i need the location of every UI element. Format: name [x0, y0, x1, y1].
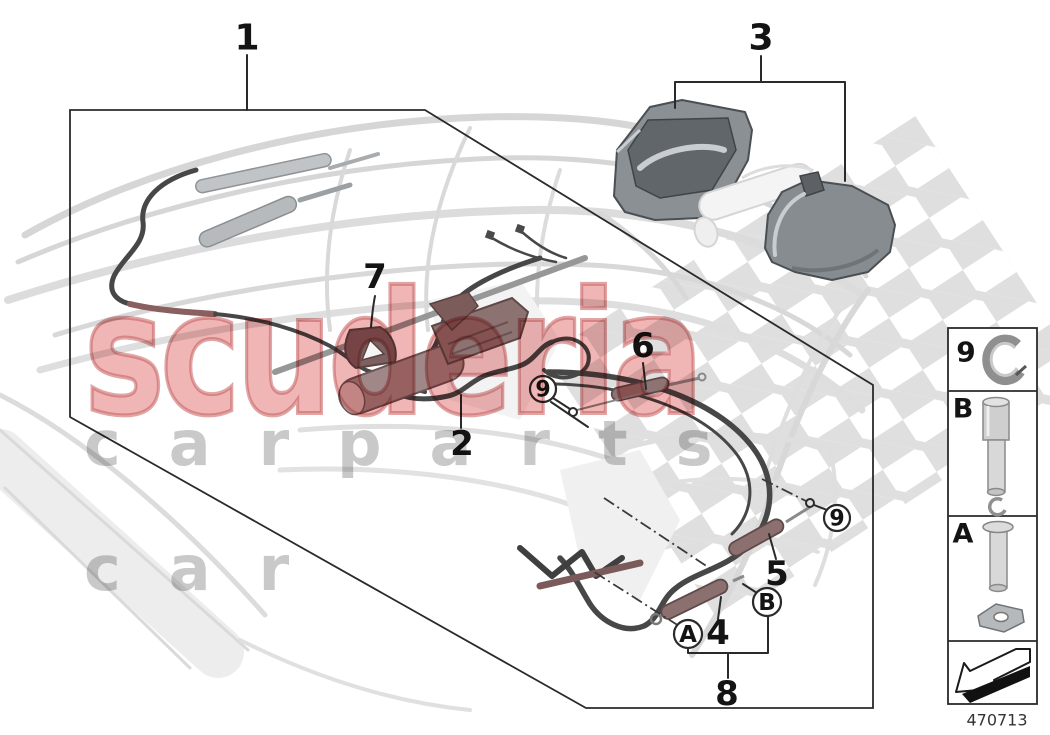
direction-arrow-icon: [955, 648, 1031, 703]
clip-ring-right: [805, 498, 815, 508]
callout-7: 7: [363, 257, 387, 297]
cover-right: [764, 171, 896, 281]
svg-text:B: B: [758, 590, 776, 616]
hose-bracket: [344, 325, 397, 370]
pin-with-clip-icon: [982, 396, 1010, 517]
ghost-trim-panel: [0, 392, 472, 712]
hydraulic-cylinders: [195, 152, 588, 375]
svg-text:A: A: [679, 622, 697, 648]
callout-8: 8: [715, 674, 739, 714]
legend-label-9: 9: [956, 336, 975, 369]
callout-4: 4: [706, 613, 730, 653]
svg-text:9: 9: [535, 378, 550, 403]
legend-label-A: A: [953, 519, 974, 550]
dash-dot-leaders: [587, 478, 807, 627]
callout-B: B: [751, 586, 783, 618]
clevis-pin-with-clip-icon: [977, 520, 1025, 633]
gas-strut-4: [649, 574, 745, 626]
ghost-cylinder: [693, 162, 815, 248]
clip-ring-left: [568, 407, 578, 417]
callout-2: 2: [450, 424, 474, 464]
main-assembly-box: [69, 109, 874, 709]
leader-lines: [246, 54, 846, 679]
callout-1: 1: [234, 18, 259, 59]
callout-9-left: 9: [528, 374, 558, 404]
hydraulic-hose-bundle: [109, 167, 773, 632]
callout-5: 5: [765, 554, 789, 594]
callout-6: 6: [631, 326, 655, 366]
callout-A: A: [672, 618, 704, 650]
gas-strut-5: [728, 505, 811, 557]
lock-ring-icon: [982, 334, 1028, 386]
part-number: 470713: [966, 711, 1027, 730]
gas-strut-6: [610, 372, 707, 402]
legend-label-B: B: [953, 394, 974, 425]
callout-3: 3: [748, 18, 773, 59]
callout-9-right: 9: [822, 503, 852, 533]
legend-sidebar: 9 B A: [947, 327, 1038, 705]
svg-text:9: 9: [829, 507, 844, 532]
hydraulic-pump: [338, 291, 530, 416]
